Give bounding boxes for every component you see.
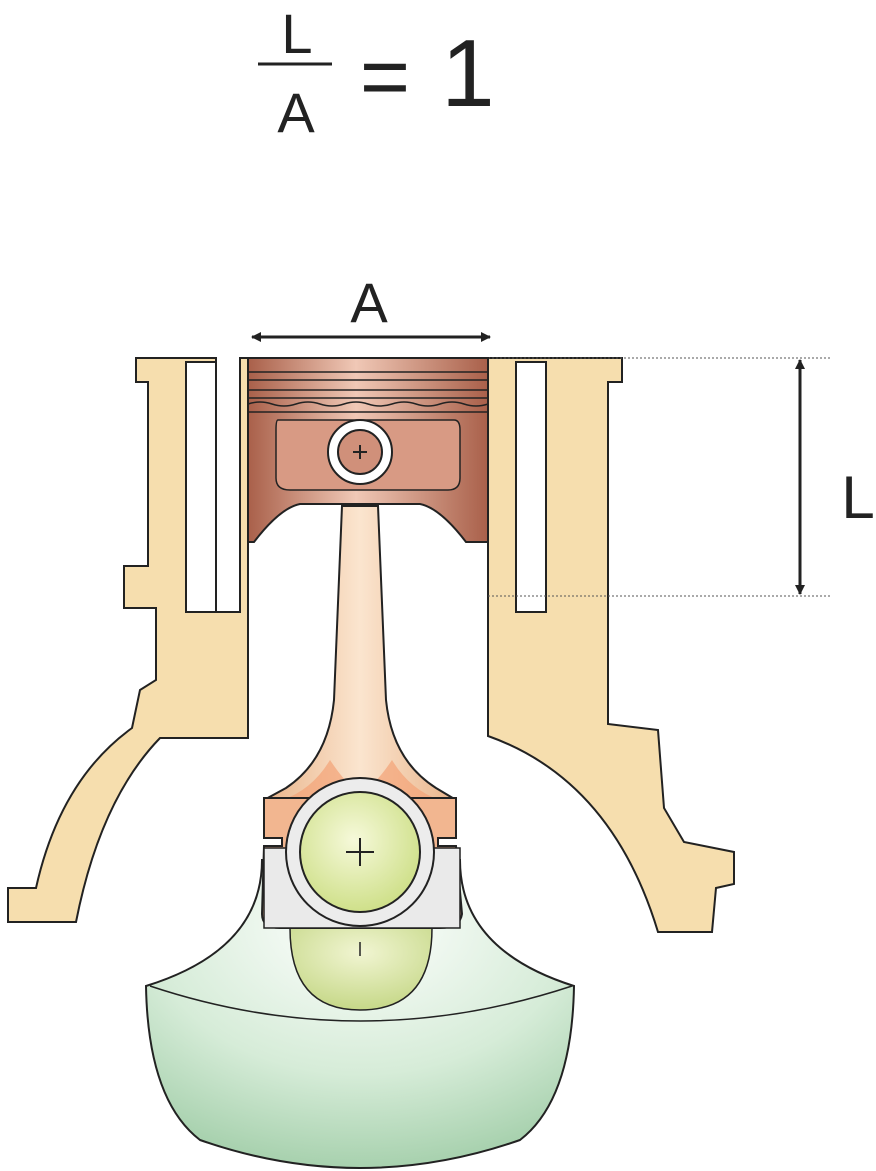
formula: L A = 1 [258,2,495,144]
bore-label: A [350,271,388,334]
stroke-label: L [841,464,874,531]
piston-ring-grooves [247,371,489,413]
formula-value: 1 [441,20,494,127]
engine-block-right-slot [515,361,547,613]
formula-numerator: L [281,2,312,65]
formula-denominator: A [277,81,315,144]
crank-counterweight [144,859,576,1170]
engine-block-right [487,357,735,933]
engine-block-left-slot [185,361,217,613]
counterweight-edge [149,985,573,1022]
formula-equals: = [360,29,410,125]
crank-lobe [289,927,433,1011]
